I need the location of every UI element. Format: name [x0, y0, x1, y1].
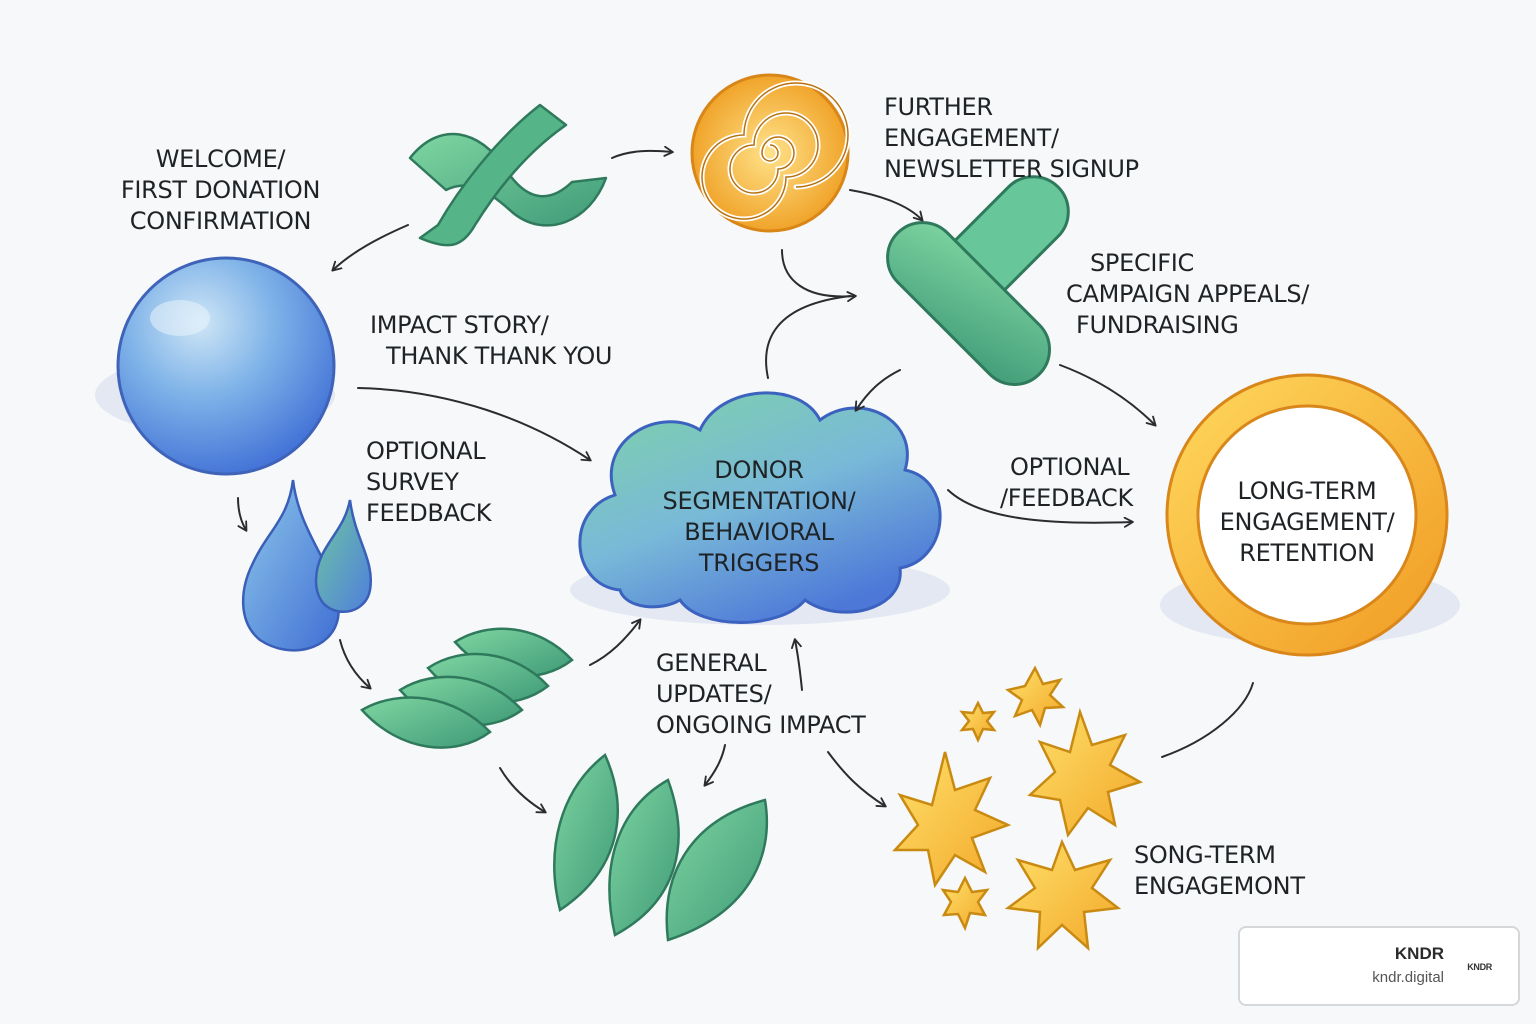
arrow-general-to-leaves: [703, 744, 726, 787]
arrow-spiral-to-capsule-2: [781, 249, 857, 303]
arrow-sphere-to-drops: [237, 497, 248, 532]
arrow-cloud-to-capsule: [765, 295, 851, 379]
stars-icon: [892, 665, 1144, 952]
arrow-capsule-to-cloud: [854, 369, 901, 412]
ring-icon: [1165, 373, 1449, 657]
leaves-stack-icon: [360, 627, 574, 749]
arrow-leaves-to-bottom-leaves: [499, 767, 547, 814]
arrow-drops-to-leaves: [339, 639, 372, 690]
kndr-logo-icon: KNDR: [1467, 962, 1492, 972]
arrow-general-to-stars: [827, 751, 887, 808]
watermark-card[interactable]: KNDR kndr.digital KNDR: [1238, 926, 1520, 1006]
label-optional-feedback: OPTIONAL/FEEDBACK: [1000, 453, 1133, 512]
arrow-capsule-to-ring: [1059, 364, 1157, 427]
drops-icon: [242, 479, 373, 652]
arrow-leaves-to-cloud: [589, 618, 642, 666]
arrow-ribbon-to-spiral: [611, 145, 674, 159]
label-impact-story: IMPACT STORY/THANK THANK YOU: [370, 311, 613, 370]
watermark-url[interactable]: kndr.digital: [1372, 969, 1444, 986]
cloud-shape: [578, 391, 942, 624]
watermark-brand: KNDR: [1394, 944, 1444, 963]
arrows: [237, 145, 1254, 814]
leaves-icon: [553, 753, 769, 942]
capsule-icon: [886, 175, 1070, 386]
spiral-icon: [690, 73, 851, 233]
ribbon-icon: [408, 103, 608, 247]
arrow-sphere-to-cloud: [357, 387, 592, 462]
sphere-icon: [116, 256, 336, 476]
arrow-stars-to-ring: [1161, 682, 1254, 758]
arrow-cloud-to-ring: [947, 489, 1134, 528]
arrow-spiral-to-capsule: [849, 189, 924, 222]
arrow-ribbon-to-sphere: [331, 224, 409, 272]
arrow-general-to-cloud: [791, 638, 803, 691]
